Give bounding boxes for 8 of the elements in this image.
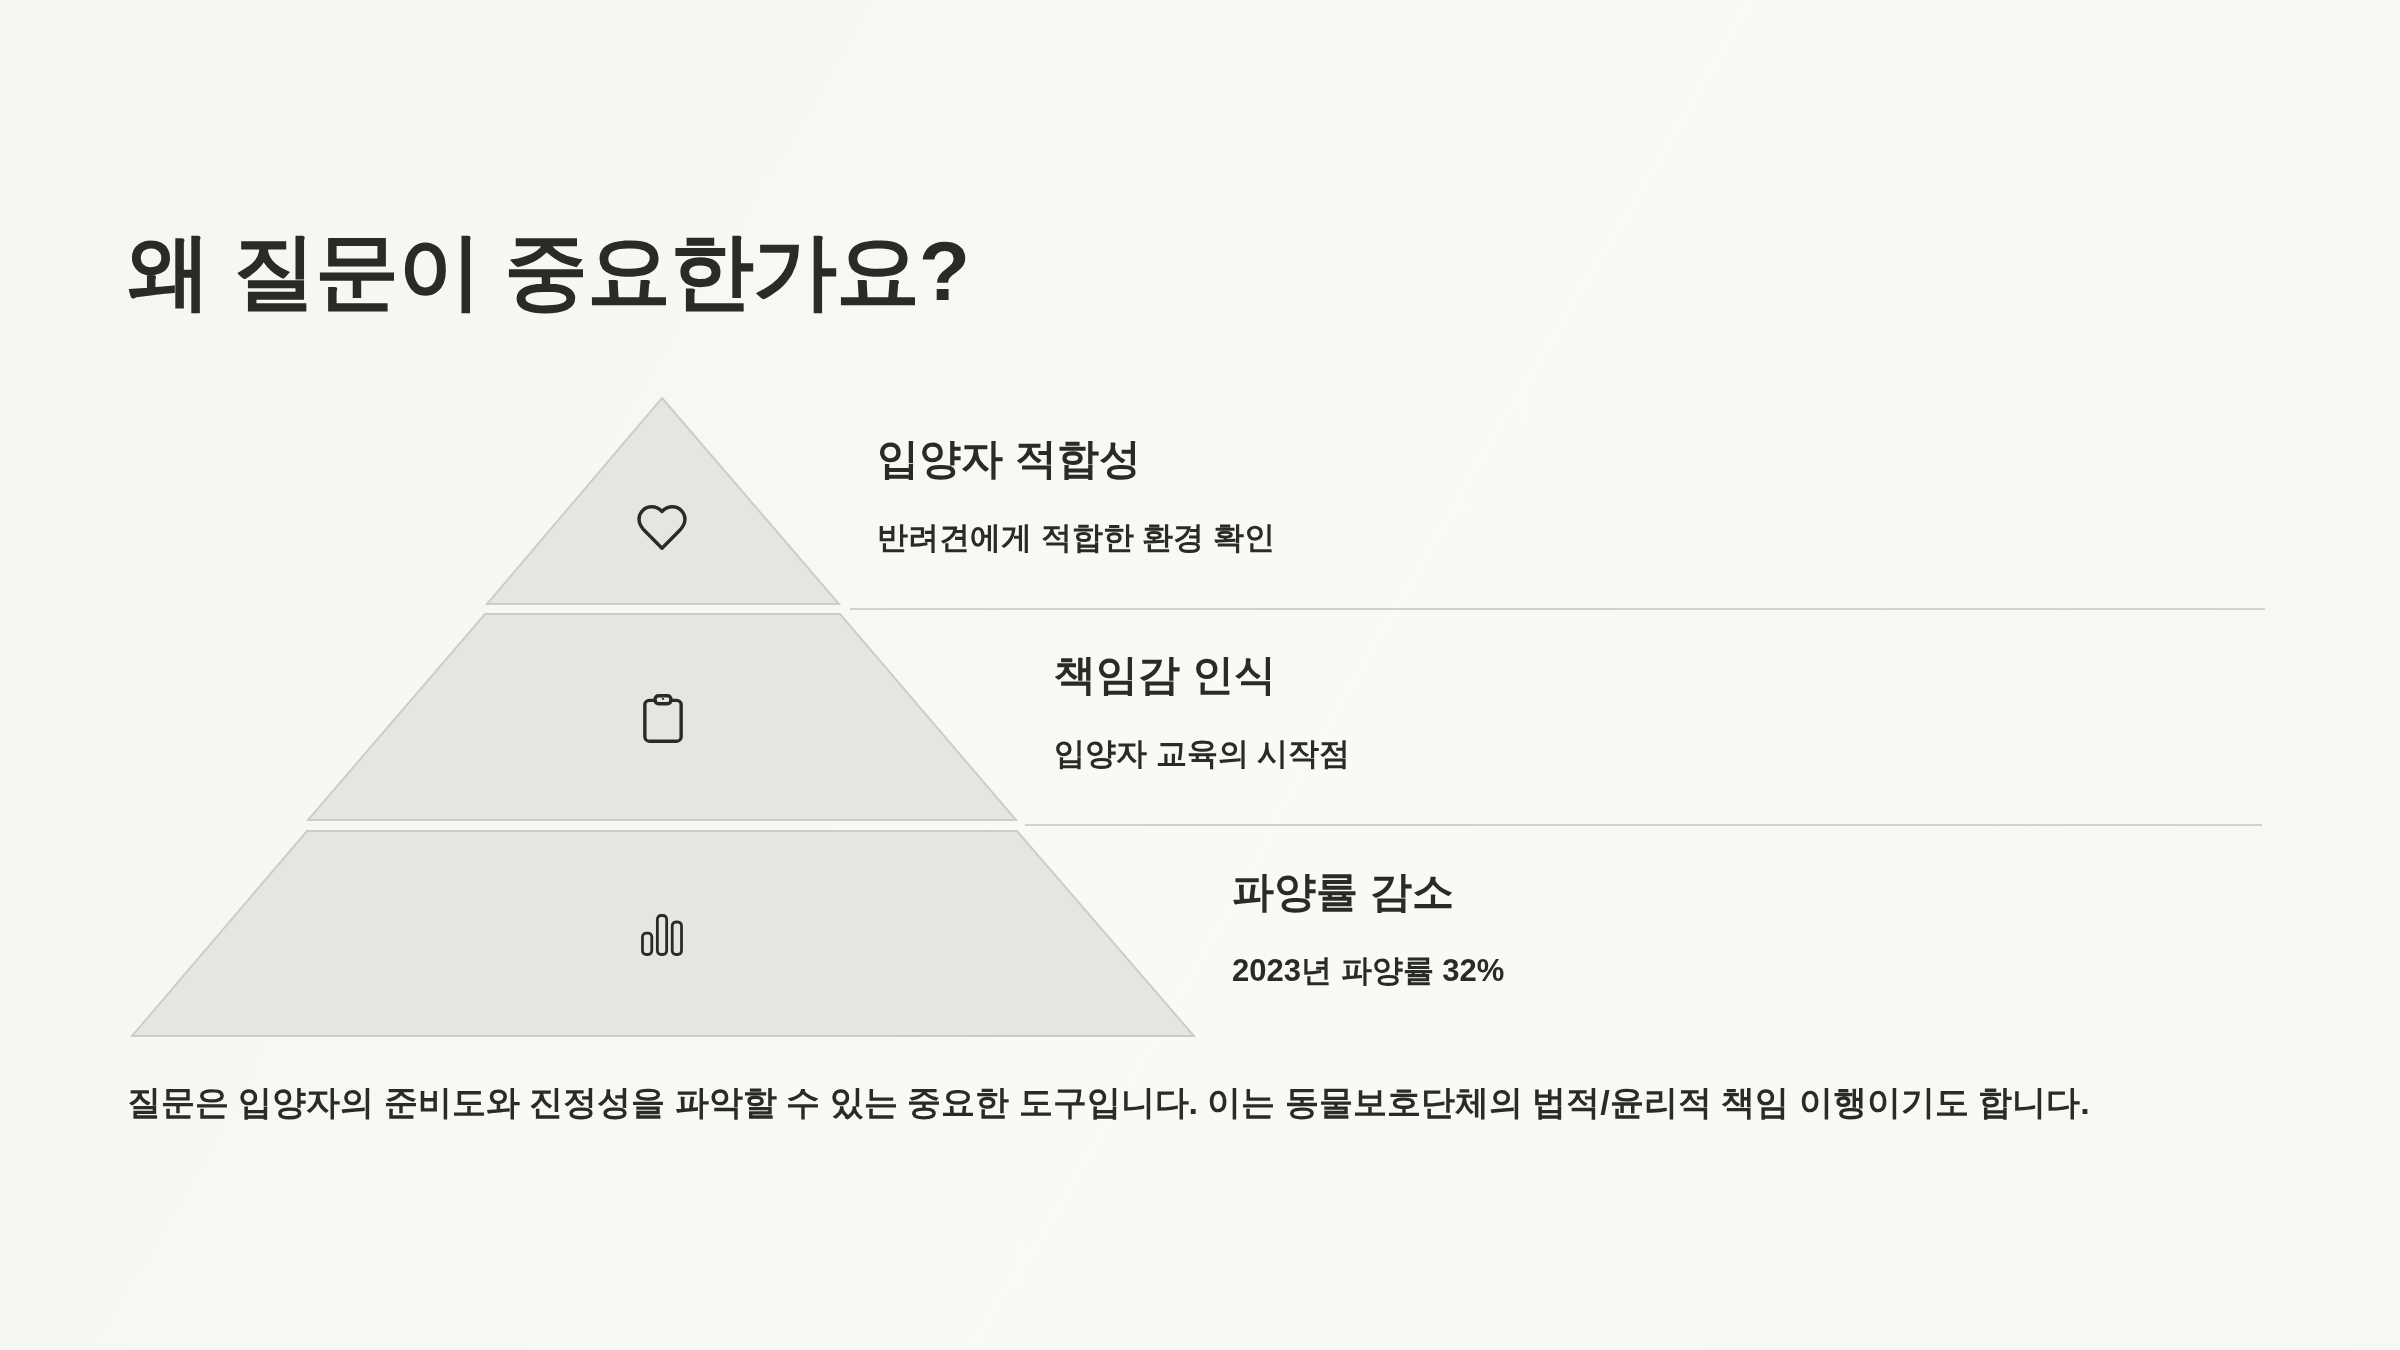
tier-description: 2023년 파양률 32% bbox=[1232, 952, 1505, 990]
tier-description: 반려견에게 적합한 환경 확인 bbox=[877, 519, 1275, 557]
body-text: 질문은 입양자의 준비도와 진정성을 파악할 수 있는 중요한 도구입니다. 이는 동물보호단체의 법적/윤리적 책임 이행이기도 합니다. bbox=[127, 1082, 2090, 1123]
tier-description: 입양자 교육의 시작점 bbox=[1054, 735, 1351, 773]
tier-heading: 책임감 인식 bbox=[1054, 650, 1276, 700]
tier-heading: 입양자 적합성 bbox=[877, 434, 1141, 484]
tier-heading: 파양률 감소 bbox=[1232, 867, 1454, 917]
title: 왜 질문이 중요한가요? bbox=[127, 223, 969, 320]
